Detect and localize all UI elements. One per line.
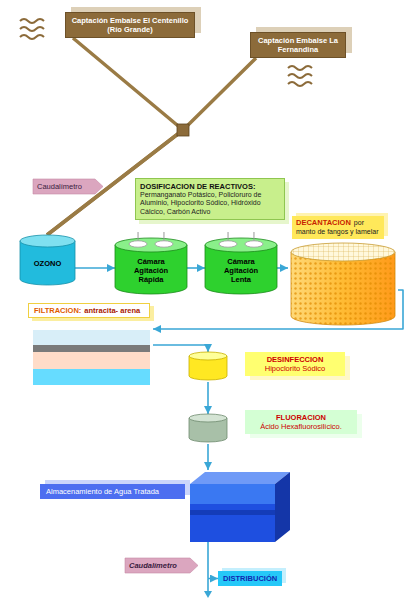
fluoridation-unit: FLUORACIONÁcido Hexafluorosilícico. <box>185 414 360 444</box>
cylinder-shape <box>189 414 227 442</box>
outlet-arrow <box>204 579 212 598</box>
stage-detail: Hipoclorito Sódico <box>250 364 340 373</box>
dosing-box: DOSIFICACION DE REACTIVOS:Permanganato P… <box>135 178 285 220</box>
label-box: FLUORACIONÁcido Hexafluorosilícico. <box>245 410 357 434</box>
ozone-tank: OZONO <box>20 235 75 285</box>
water-waves <box>288 66 312 86</box>
stage-name: Almacenamiento de Agua Tratada <box>46 487 179 496</box>
reagent-list: Permanganato Potásico, Policloruro de Al… <box>140 191 280 216</box>
tank-body <box>190 472 290 542</box>
stage-name: DESINFECCION <box>250 355 340 364</box>
flow-arrow <box>187 267 205 269</box>
flowmeter-arrow <box>33 179 103 194</box>
stage-name: DISTRIBUCIÓN <box>223 574 277 583</box>
agitator-symbol <box>245 232 263 247</box>
stage-name: DECANTACION <box>296 218 351 227</box>
stage-detail: antracita- arena <box>84 306 140 315</box>
intake-name: Captación Embalse El Centenillo (Río Gra… <box>71 16 189 34</box>
cylinder-shape <box>115 238 187 294</box>
stage-name: FLUORACION <box>250 413 352 422</box>
pipe-junction <box>177 124 189 136</box>
settling-tank: DECANTACIONpor manto de fangos y lamelar <box>288 216 398 326</box>
sludge-texture <box>291 252 395 325</box>
mixing-chamber: Cámara Agitación Lenta <box>205 238 277 294</box>
disinfection-unit: DESINFECCIONHipoclorito Sódico <box>185 352 350 382</box>
flow-arrow <box>207 444 209 470</box>
intake-name: Captación Embalse La Fernandina <box>256 36 340 54</box>
label-box: FILTRACION:antracita- arena <box>28 303 150 318</box>
filter-layer <box>33 345 150 352</box>
label-box: Cámara Agitación Lenta <box>217 253 265 288</box>
storage-tank: Almacenamiento de Agua Tratada <box>38 470 293 542</box>
cylinder-shape <box>20 235 75 285</box>
label-box: Cámara Agitación Rápida <box>127 253 175 288</box>
flow-arrow <box>208 542 218 579</box>
dosing-title: DOSIFICACION DE REACTIVOS: <box>140 182 280 191</box>
intake-box: Captación Embalse La Fernandina <box>250 32 346 58</box>
label-box: OZONO <box>20 247 75 279</box>
flowmeter-name: Caudalímetro <box>129 561 186 570</box>
stage-name: FILTRACION: <box>34 306 81 315</box>
label-box: DECANTACIONpor manto de fangos y lamelar <box>292 216 384 239</box>
chamber-name: Cámara Agitación Rápida <box>127 257 175 284</box>
tank-body <box>291 252 395 325</box>
filter-layer <box>33 330 150 345</box>
water-waves <box>20 19 44 39</box>
tank-name: OZONO <box>34 259 62 268</box>
flow-arrow <box>75 267 115 269</box>
flowmeter-arrow <box>125 558 198 573</box>
stage-detail: Ácido Hexafluorosilícico. <box>250 422 352 431</box>
node-shape <box>38 470 293 542</box>
agitator-symbol <box>155 232 173 247</box>
cylinder-shape <box>189 352 227 380</box>
flow-arrow <box>277 267 288 269</box>
cylinder-shape <box>205 238 277 294</box>
intake-box: Captación Embalse El Centenillo (Río Gra… <box>65 12 195 38</box>
lamella-top <box>291 243 395 261</box>
agitator-symbol <box>129 232 147 247</box>
flowmeter-box: Caudalímetro <box>125 558 190 573</box>
agitator-symbol <box>219 232 237 247</box>
flow-arrow <box>153 345 208 352</box>
label-box: DESINFECCIONHipoclorito Sódico <box>245 352 345 376</box>
chamber-name: Cámara Agitación Lenta <box>217 257 265 284</box>
flowmeter-name: Caudalímetro <box>37 182 91 191</box>
flow-arrow <box>207 382 209 414</box>
filter-bed: FILTRACION:antracita- arena <box>28 303 153 387</box>
mixing-chamber: Cámara Agitación Rápida <box>115 238 187 294</box>
flowmeter-box: Caudalímetro <box>33 179 95 194</box>
filter-layer <box>33 369 150 385</box>
label-box: Almacenamiento de Agua Tratada <box>40 484 185 499</box>
filter-layer <box>33 352 150 369</box>
distribution-box: DISTRIBUCIÓN <box>218 571 282 586</box>
